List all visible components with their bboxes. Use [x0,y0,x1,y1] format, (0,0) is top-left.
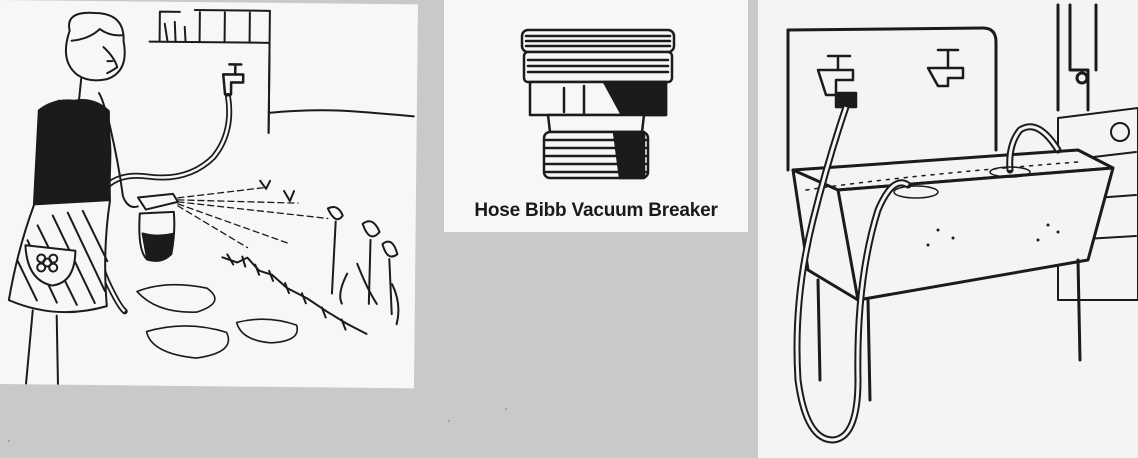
speck [448,420,450,422]
speck [8,440,10,442]
grass-icon [221,253,368,335]
faucet-left-icon [816,54,858,109]
woman-icon [7,11,139,386]
laundry-sink-illustration [758,0,1138,458]
spray-icon [177,187,329,249]
water-ripples-icon [893,166,1031,199]
stepping-stones-icon [136,283,299,359]
faucet-right-icon [926,48,965,88]
speck [505,408,507,410]
house-wall-icon [148,9,415,134]
tulips-icon [259,179,400,326]
vacuum-breaker-icon [520,28,676,180]
wall-panel-icon [786,26,998,172]
pipes-icon [1056,3,1098,112]
faucet-icon [221,63,245,96]
sprayer-jar-icon [136,192,179,262]
sink-tub-icon [791,148,1115,402]
vacuum-breaker-illustration: Hose Bibb Vacuum Breaker [444,0,748,232]
garden-sprayer-illustration [0,0,418,389]
caption: Hose Bibb Vacuum Breaker [474,200,718,221]
